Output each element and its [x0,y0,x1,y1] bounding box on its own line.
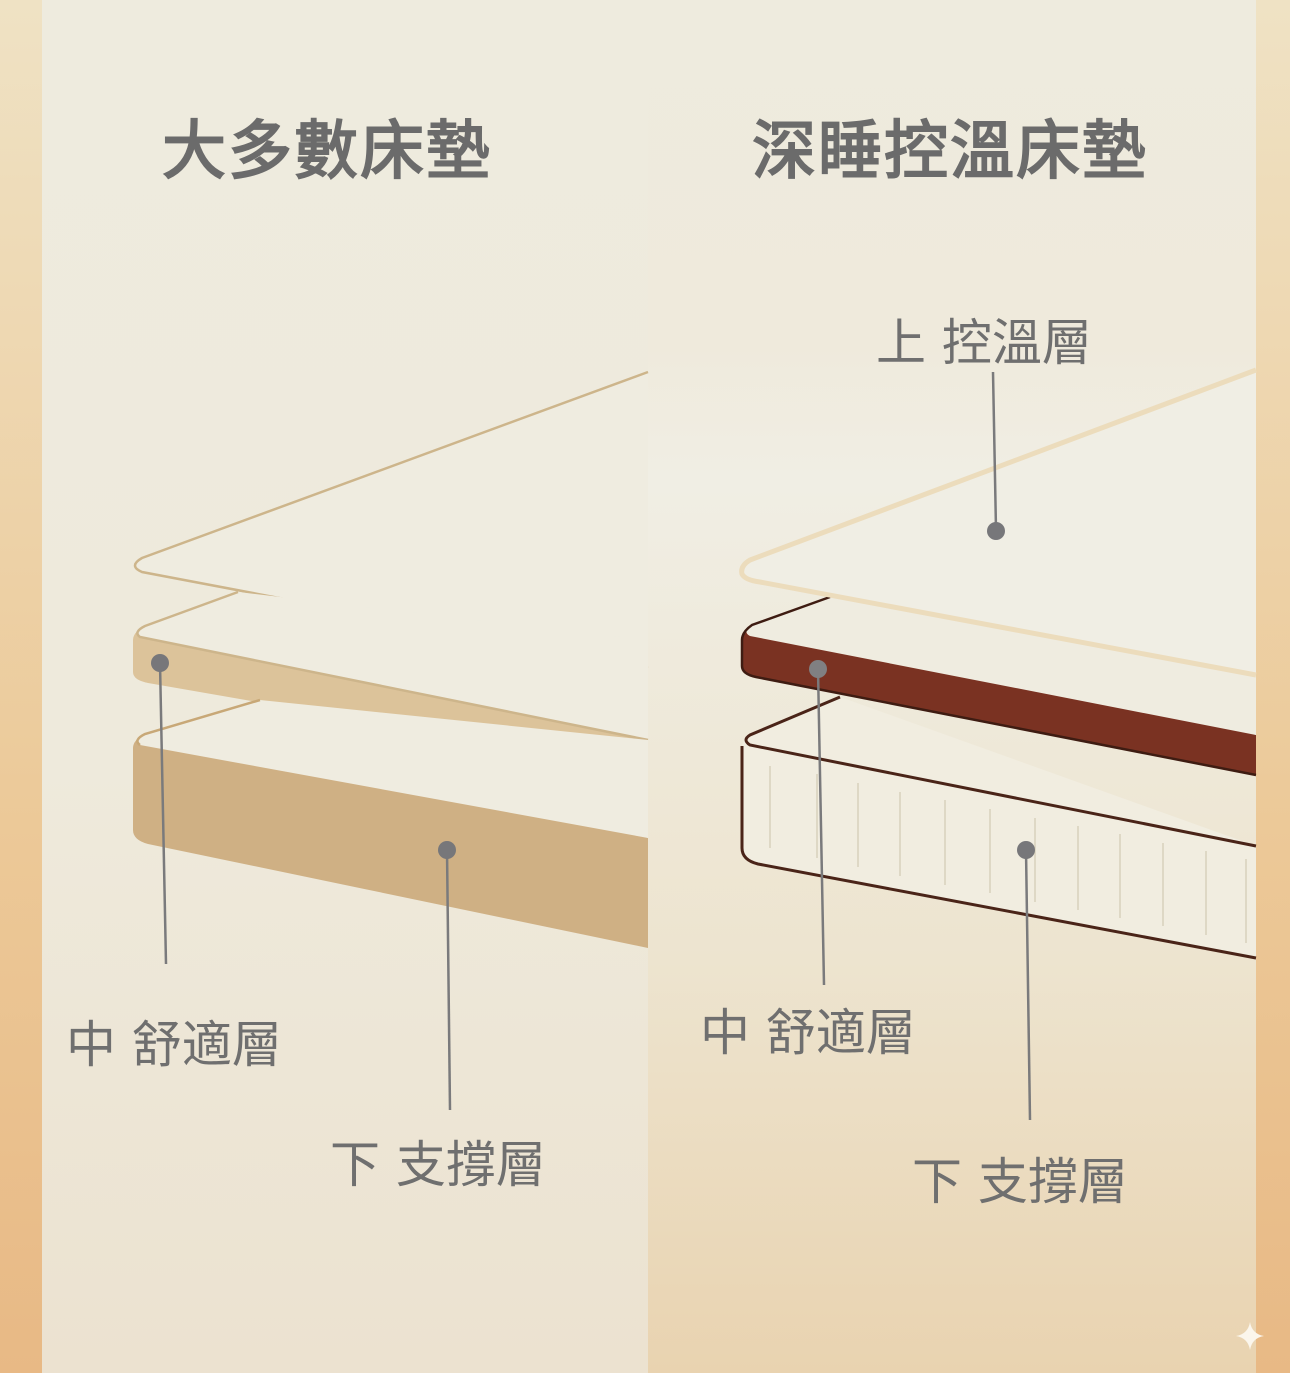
left-title: 大多數床墊 [162,115,492,189]
right-top-pointer [987,371,1005,540]
left-bottom-pointer [438,841,456,1111]
left-middle-label: 中 舒適層 [66,1016,282,1074]
right-middle-pointer [809,660,827,986]
left-middle-layer [133,590,649,770]
right-bottom-pointer [1017,841,1035,1121]
right-title: 深睡控溫床墊 [752,115,1148,189]
left-bottom-layer [133,698,648,948]
left-bottom-label: 下 支撐層 [330,1136,546,1194]
left-top-layer [133,370,649,670]
left-middle-pointer [151,654,169,965]
sparkle-icon [1236,1322,1264,1350]
right-bottom-label: 下 支撐層 [912,1153,1128,1211]
right-bottom-layer [740,695,1257,960]
right-top-label: 上 控溫層 [876,314,1092,372]
right-middle-label: 中 舒適層 [700,1004,916,1062]
